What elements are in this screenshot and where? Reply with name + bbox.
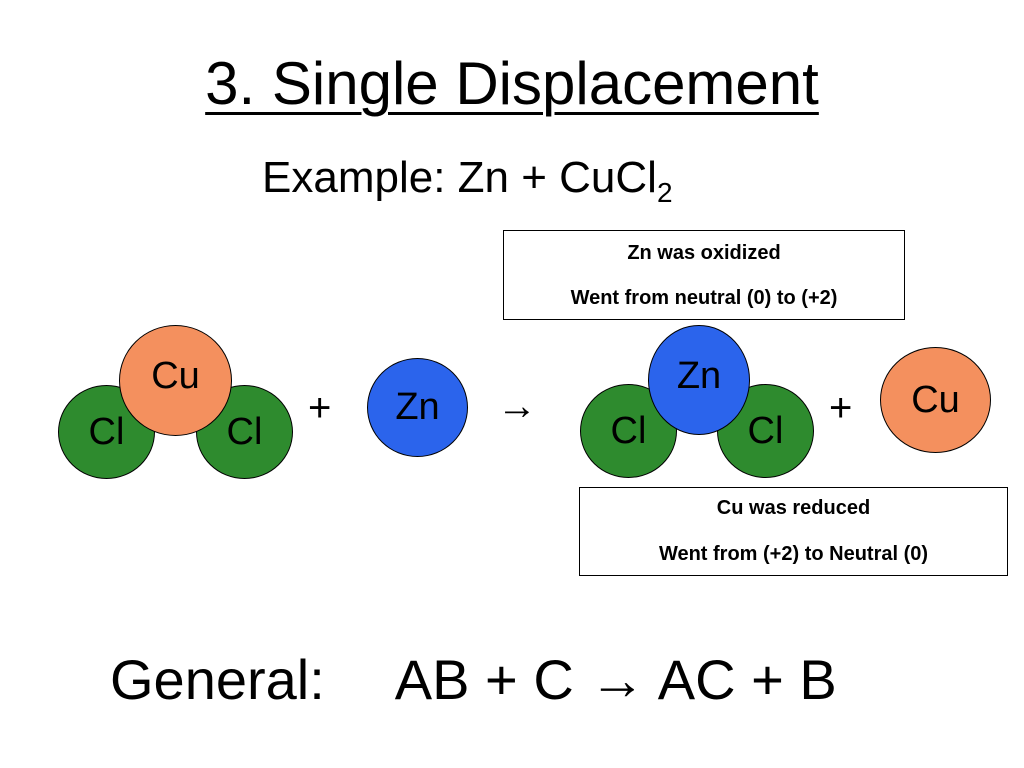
- product-zn-atom: Zn: [648, 325, 750, 435]
- reactant-cu-atom: Cu: [119, 325, 232, 436]
- atom-label: Zn: [395, 386, 440, 428]
- general-equation: General: AB + C → AC + B: [110, 648, 837, 712]
- plus-sign-right: +: [829, 386, 853, 430]
- example-subscript: 2: [656, 177, 673, 208]
- reduced-note-line2: Went from (+2) to Neutral (0): [658, 543, 929, 565]
- reactant-cl-atom-right: Cl: [196, 385, 293, 479]
- slide-title-text: 3. Single Displacement: [205, 50, 819, 117]
- atom-label: Zn: [676, 354, 722, 397]
- atom-label: Cu: [151, 355, 200, 397]
- reduced-note-box: Cu was reduced Went from (+2) to Neutral…: [579, 487, 1008, 576]
- oxidized-note-box: Zn was oxidized Went from neutral (0) to…: [503, 230, 905, 320]
- atom-label: Cl: [88, 410, 125, 453]
- reactant-zn-atom: Zn: [367, 358, 468, 457]
- oxidized-note-line2: Went from neutral (0) to (+2): [570, 287, 838, 309]
- plus-sign-left: +: [308, 386, 332, 430]
- general-formula: AB + C → AC + B: [394, 648, 837, 711]
- example-equation-text: Example: Zn + CuCl: [262, 153, 657, 202]
- slide-title: 3. Single Displacement: [0, 48, 1024, 120]
- atom-label: Cl: [226, 410, 263, 453]
- product-cu-atom: Cu: [880, 347, 991, 453]
- general-label: General:: [110, 648, 325, 711]
- atom-label: Cl: [747, 409, 784, 452]
- reaction-arrow: →: [497, 384, 537, 428]
- reduced-note-line1: Cu was reduced: [716, 497, 871, 519]
- atom-label: Cu: [911, 378, 960, 421]
- example-equation: Example: Zn + CuCl2: [262, 150, 673, 208]
- oxidized-note-line1: Zn was oxidized: [627, 242, 781, 264]
- atom-label: Cl: [610, 409, 647, 452]
